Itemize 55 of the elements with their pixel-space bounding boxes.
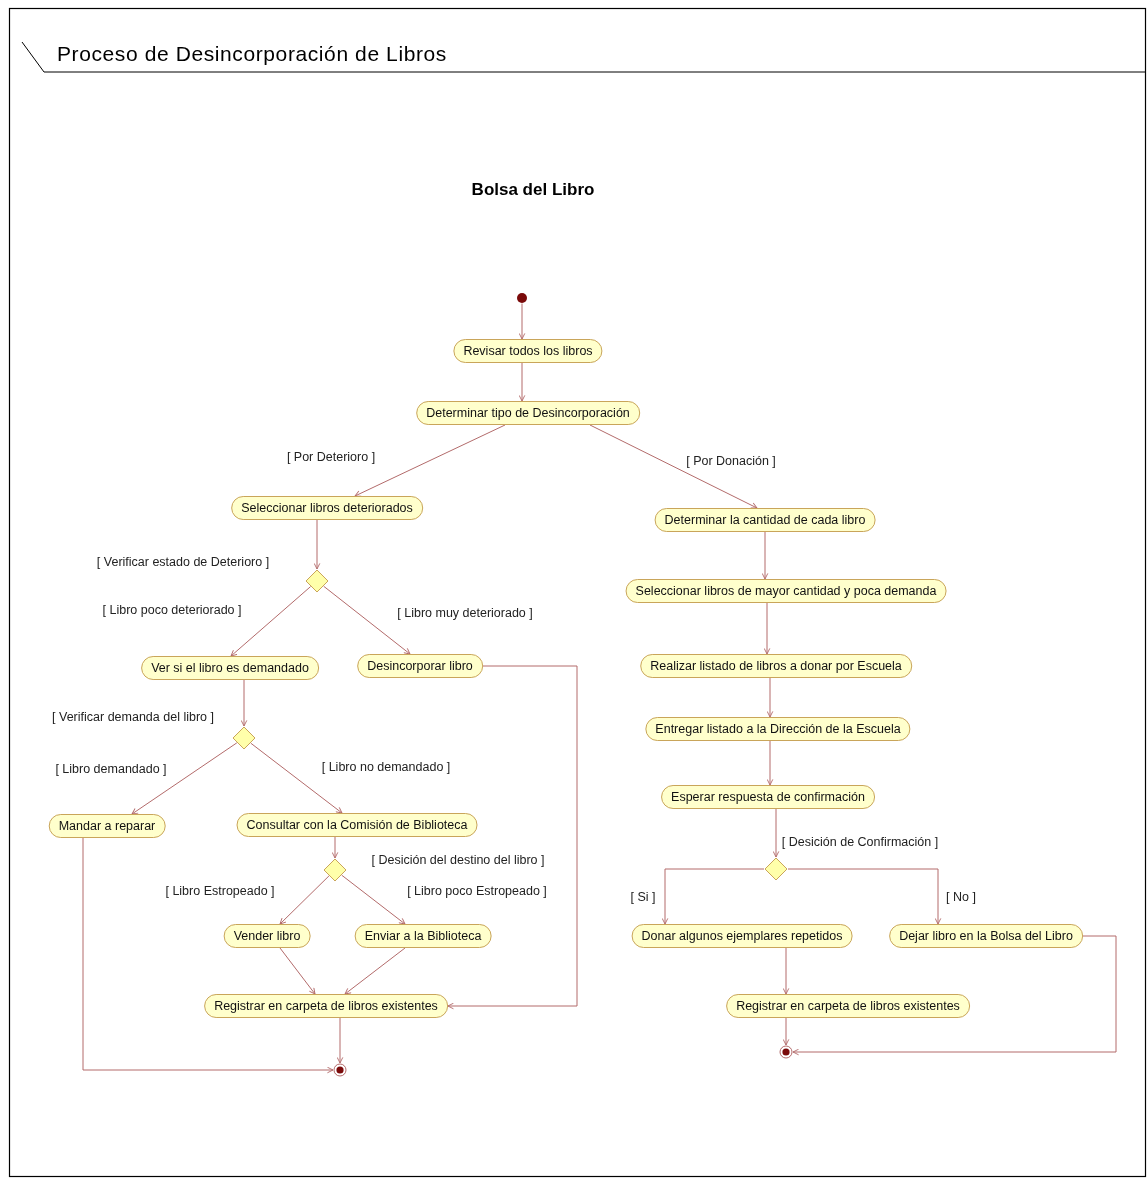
flow-arrow — [589, 424, 758, 509]
guard-label: [ Por Deterioro ] — [284, 449, 378, 465]
activity-box: Seleccionar libros deteriorados — [231, 496, 423, 520]
guard-label: [ No ] — [944, 889, 978, 905]
swimlane-title: Bolsa del Libro — [471, 180, 595, 200]
flow-arrow — [279, 947, 316, 995]
activity-box: Seleccionar libros de mayor cantidad y poca demanda — [625, 579, 947, 603]
guard-label: [ Si ] — [628, 889, 658, 905]
flow-arrow — [250, 742, 343, 814]
guard-label: [ Desición del destino del libro ] — [369, 852, 547, 868]
flow-arrow — [787, 868, 942, 925]
decision-diamond — [305, 569, 329, 593]
activity-box: Realizar listado de libros a donar por Escuela — [640, 654, 912, 678]
guard-label: [ Libro Estropeado ] — [163, 883, 277, 899]
decision-diamond — [323, 858, 347, 882]
activity-box: Entregar listado a la Dirección de la Escuela — [645, 717, 911, 741]
activity-box: Desincorporar libro — [357, 654, 483, 678]
guard-label: [ Libro poco deteriorado ] — [100, 602, 244, 618]
flow-arrow — [354, 424, 506, 497]
diagram-title: Proceso de Desincorporación de Libros — [57, 42, 447, 66]
activity-box: Revisar todos los libros — [453, 339, 603, 363]
end-dot — [779, 1045, 793, 1059]
activity-box: Registrar en carpeta de libros existentes — [726, 994, 970, 1018]
guard-label: [ Libro muy deteriorado ] — [395, 605, 535, 621]
activity-box: Vender libro — [223, 924, 311, 948]
flow-arrow — [341, 874, 406, 925]
activity-box: Enviar a la Biblioteca — [354, 924, 492, 948]
activity-box: Determinar la cantidad de cada libro — [654, 508, 876, 532]
guard-label: [ Desición de Confirmación ] — [779, 834, 941, 850]
guard-label: [ Libro poco Estropeado ] — [405, 883, 549, 899]
flow-arrow — [230, 586, 312, 657]
decision-diamond — [232, 726, 256, 750]
guard-label: [ Libro no demandado ] — [319, 759, 453, 775]
activity-box: Ver si el libro es demandado — [141, 656, 319, 680]
activity-box: Consultar con la Comisión de Biblioteca — [236, 813, 478, 837]
decision-diamond — [764, 857, 788, 881]
guard-label: [ Libro demandado ] — [53, 761, 169, 777]
end-dot — [333, 1063, 347, 1077]
activity-box: Mandar a reparar — [48, 814, 166, 838]
flow-arrow — [447, 665, 578, 1010]
activity-box: Registrar en carpeta de libros existentes — [204, 994, 448, 1018]
guard-label: [ Por Donación ] — [684, 453, 778, 469]
activity-box: Donar algunos ejemplares repetidos — [631, 924, 853, 948]
flow-arrow — [279, 875, 330, 925]
flow-arrow — [344, 947, 406, 995]
start-dot — [516, 292, 528, 304]
flow-arrow — [131, 742, 238, 815]
guard-label: [ Verificar estado de Deterioro ] — [94, 554, 272, 570]
flow-arrow — [792, 935, 1117, 1056]
flow-arrow — [323, 585, 411, 655]
guard-label: [ Verificar demanda del libro ] — [50, 709, 216, 725]
activity-box: Determinar tipo de Desincorporación — [416, 401, 640, 425]
activity-box: Esperar respuesta de confirmación — [661, 785, 875, 809]
activity-box: Dejar libro en la Bolsa del Libro — [889, 924, 1083, 948]
flow-arrow — [82, 837, 334, 1074]
